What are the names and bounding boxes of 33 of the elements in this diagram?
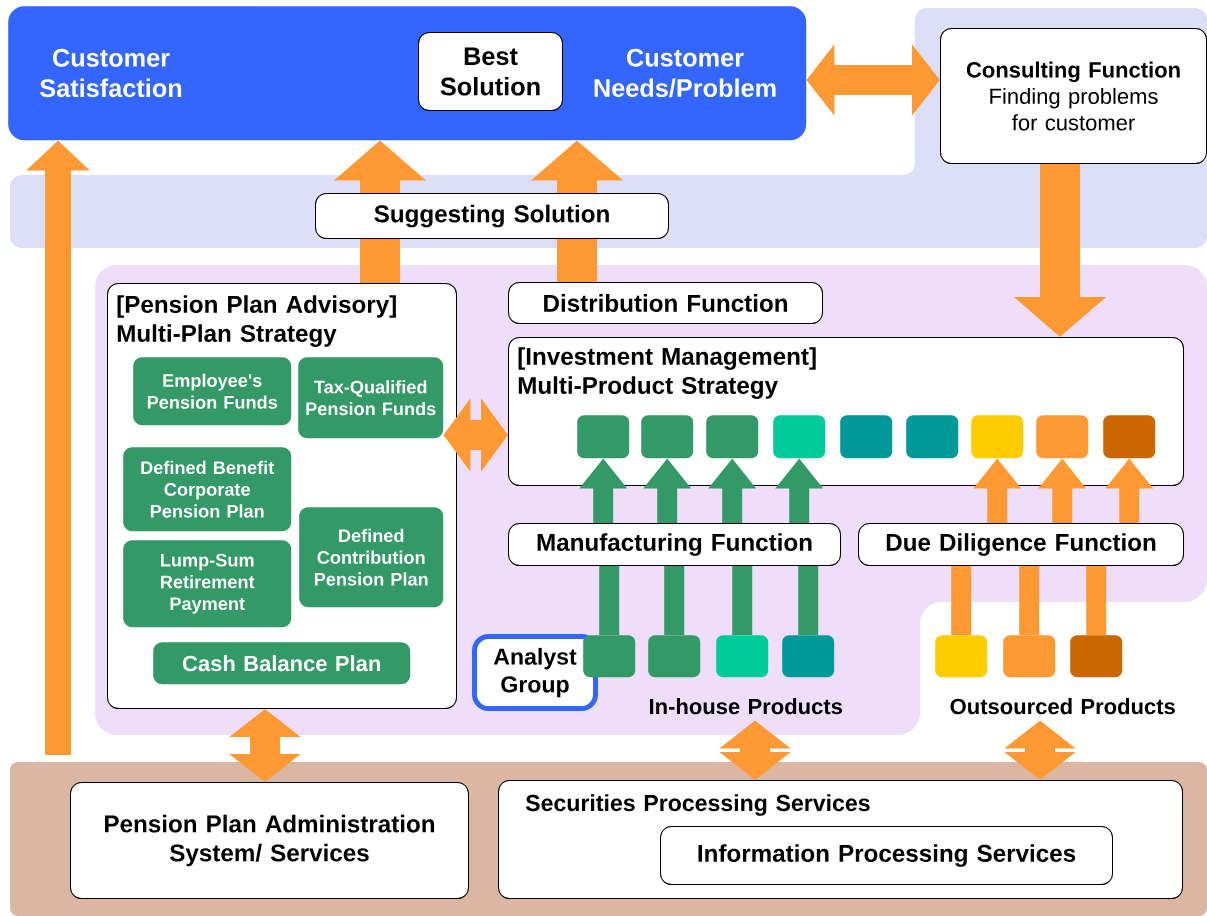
product-square: [716, 635, 769, 678]
plan-box: Cash Balance Plan: [153, 642, 411, 685]
product-square: [840, 415, 893, 459]
product-square: [1036, 415, 1089, 459]
process-box: Due Diligence Function: [858, 523, 1184, 566]
process-box: Information Processing Services: [660, 826, 1113, 885]
plan-box: Defined Benefit Corporate Pension Plan: [123, 447, 292, 532]
plan-box: Tax-Qualified Pension Funds: [298, 357, 444, 439]
text-label: In-house Products: [650, 698, 842, 715]
product-square: [641, 415, 694, 459]
product-square: [583, 635, 636, 678]
process-box: Consulting Function Finding problems for customer: [940, 28, 1207, 164]
product-square: [1003, 635, 1056, 678]
text-label: Outsourced Products: [950, 698, 1175, 715]
product-square: [706, 415, 759, 459]
product-square: [648, 635, 701, 678]
process-box: Best Solution: [418, 32, 563, 111]
process-box: Manufacturing Function: [508, 523, 841, 566]
product-square: [782, 635, 835, 678]
process-box: Suggesting Solution: [315, 193, 669, 239]
group-box: Analyst Group: [472, 634, 598, 711]
product-square: [935, 635, 988, 678]
product-square: [971, 415, 1024, 459]
product-square: [773, 415, 826, 459]
process-box: Distribution Function: [508, 282, 823, 324]
product-square: [1070, 635, 1123, 678]
process-box: Pension Plan Administration System/ Services: [70, 782, 469, 899]
product-square: [1103, 415, 1156, 459]
plan-box: Defined Contribution Pension Plan: [299, 507, 444, 608]
plan-box: Employee's Pension Funds: [133, 357, 292, 426]
product-square: [906, 415, 959, 459]
plan-box: Lump-Sum Retirement Payment: [123, 540, 292, 628]
product-square: [577, 415, 630, 459]
